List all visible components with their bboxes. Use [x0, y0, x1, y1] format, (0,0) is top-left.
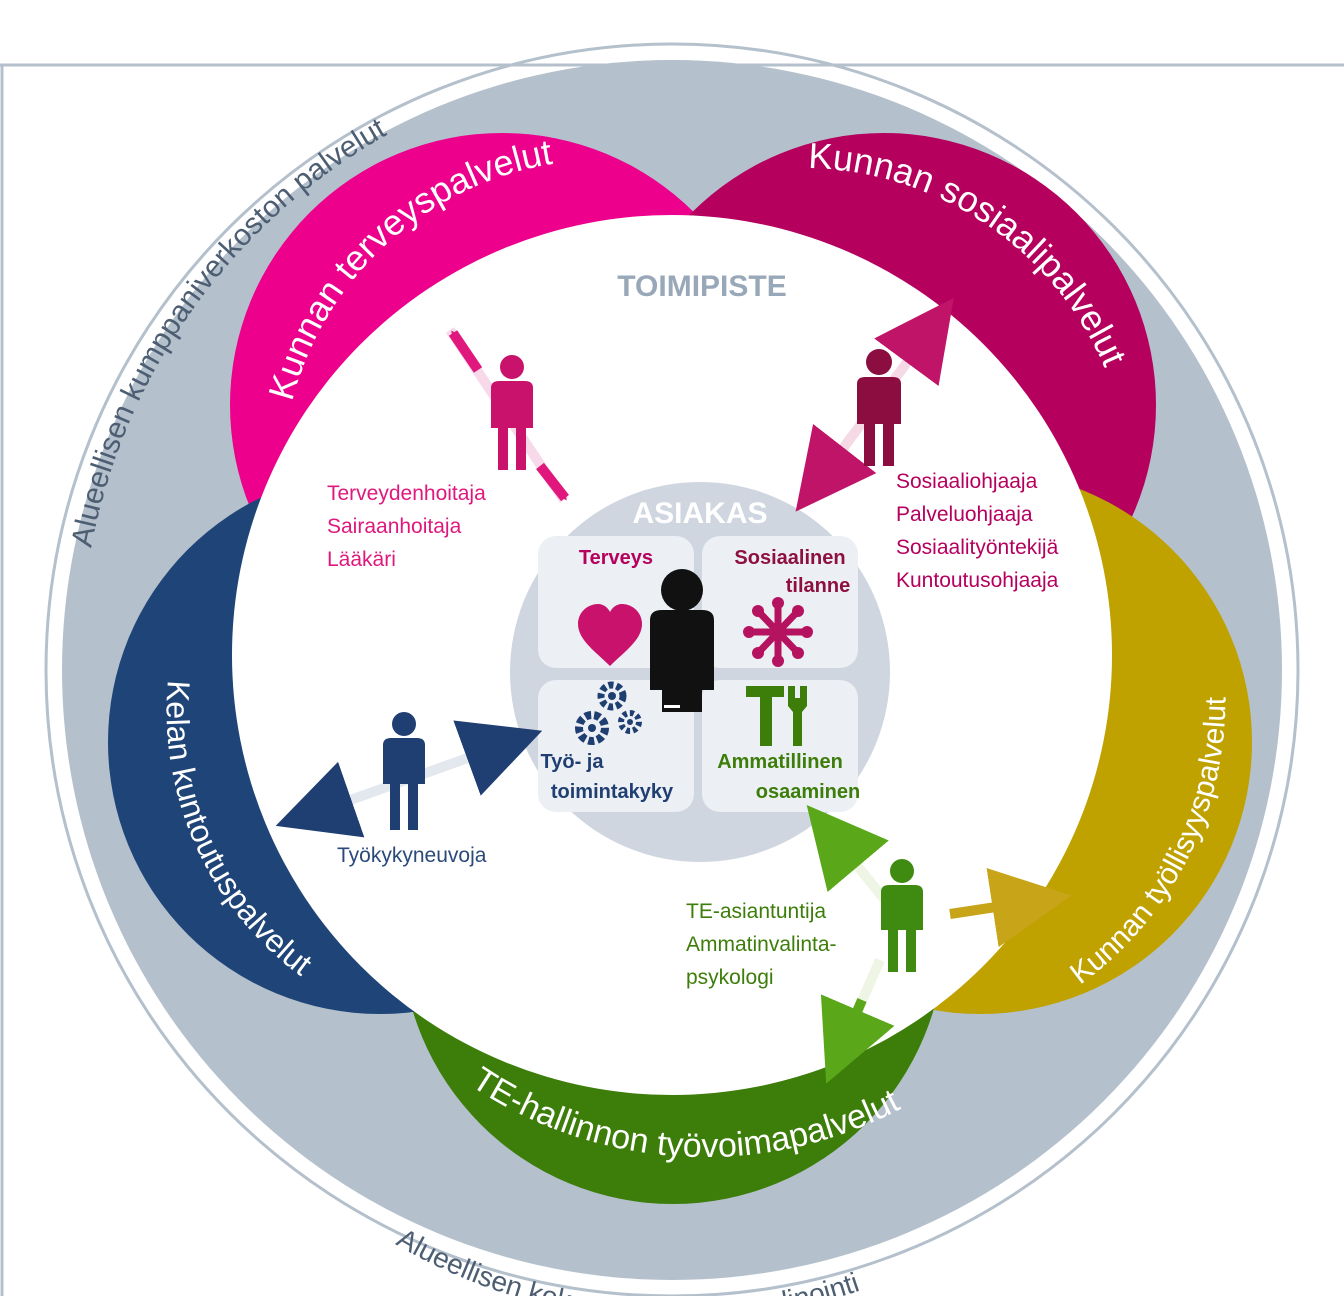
role-social-3: Sosiaalityöntekijä	[896, 536, 1059, 559]
te-professional-icon	[881, 859, 923, 972]
heart-icon	[578, 604, 642, 666]
kela-arrow-left	[275, 761, 365, 838]
office-title: TOIMIPISTE	[617, 270, 786, 303]
kela-arrow-right	[453, 720, 543, 796]
quadrant-professional	[702, 680, 858, 812]
tools-icon	[746, 686, 807, 746]
te-arrow-right	[949, 867, 1072, 948]
quadrant-work-label-1: Työ- ja	[541, 751, 605, 773]
client-title: ASIAKAS	[632, 497, 767, 530]
role-social-4: Kuntoutusohjaaja	[896, 569, 1059, 592]
quadrant-work	[538, 680, 694, 812]
health-arrow-down	[536, 462, 569, 502]
role-te-2: Ammatinvalinta-	[686, 933, 837, 956]
role-health-2: Sairaanhoitaja	[327, 515, 462, 538]
quadrant-social-label-2: tilanne	[786, 575, 850, 597]
quadrant-work-label-2: toimintakyky	[551, 781, 674, 803]
role-social-1: Sosiaaliohjaaja	[896, 470, 1038, 493]
role-health-1: Terveydenhoitaja	[327, 482, 486, 505]
kela-professional-icon	[383, 712, 425, 830]
role-kela-1: Työkykyneuvoja	[337, 844, 487, 867]
role-te-3: psykologi	[686, 966, 774, 989]
quadrant-professional-label-1: Ammatillinen	[717, 751, 843, 773]
role-social-2: Palveluohjaaja	[896, 503, 1033, 526]
social-roles: Sosiaaliohjaaja Palveluohjaaja Sosiaalit…	[896, 470, 1059, 592]
social-arrow-up	[874, 297, 954, 386]
te-arrow-down	[820, 994, 895, 1084]
te-arrow-up	[806, 805, 889, 893]
gears-icon	[575, 681, 642, 745]
health-professional-icon	[491, 355, 533, 470]
te-roles: TE-asiantuntija Ammatinvalinta- psykolog…	[686, 900, 837, 989]
client-figure-icon	[650, 569, 714, 712]
health-arrow-up	[448, 330, 483, 373]
role-te-1: TE-asiantuntija	[686, 900, 826, 923]
social-arrow-down	[795, 423, 877, 512]
quadrant-health-label: Terveys	[579, 547, 653, 569]
community-icon	[743, 597, 813, 667]
health-roles: Terveydenhoitaja Sairaanhoitaja Lääkäri	[327, 482, 486, 571]
quadrant-social-label-1: Sosiaalinen	[734, 547, 845, 569]
quadrant-professional-label-2: osaaminen	[756, 781, 860, 803]
role-health-3: Lääkäri	[327, 548, 396, 571]
social-professional-icon	[857, 349, 901, 466]
